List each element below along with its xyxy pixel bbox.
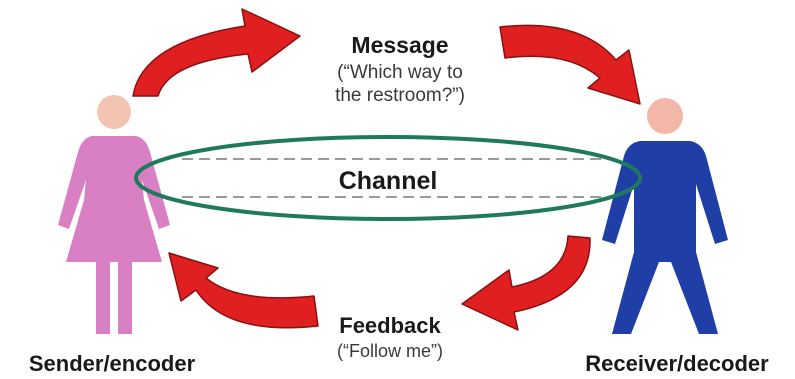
message-line-2: the restroom?”): [335, 85, 465, 106]
receiver-label: Receiver/decoder: [585, 351, 769, 376]
sender-label: Sender/encoder: [29, 351, 196, 376]
arrow-feedback-to-sender: [168, 252, 319, 329]
message-label-group: Message (“Which way to the restroom?”): [335, 32, 465, 106]
feedback-label-group: Feedback (“Follow me”): [337, 313, 443, 361]
channel-ring: [134, 135, 642, 221]
arrow-message-to-receiver: [499, 24, 641, 105]
sender-figure: [58, 95, 170, 334]
feedback-title: Feedback: [339, 313, 441, 338]
feedback-subtitle: (“Follow me”): [337, 341, 443, 361]
arrows: [132, 8, 641, 331]
channel-group: Channel: [134, 135, 642, 221]
message-line-1: (“Which way to: [337, 62, 463, 83]
receiver-figure: [602, 98, 728, 334]
channel-label: Channel: [339, 167, 438, 195]
message-title: Message: [351, 32, 448, 58]
arrow-receiver-to-feedback: [461, 235, 591, 331]
receiver-head: [647, 98, 683, 134]
sender-head: [97, 95, 131, 129]
receiver-body: [602, 141, 728, 334]
arrow-sender-to-message: [132, 8, 301, 97]
sender-body: [58, 136, 170, 334]
